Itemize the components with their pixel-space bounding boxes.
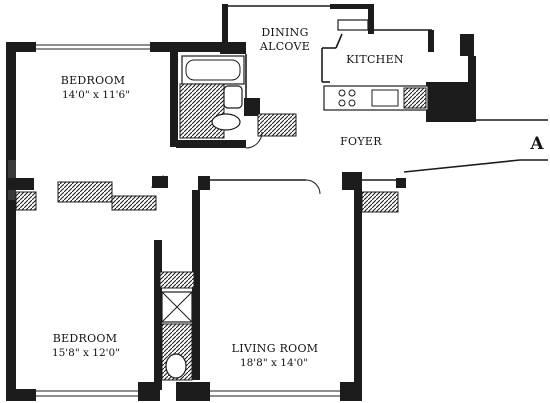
exterior-walls bbox=[6, 4, 476, 401]
living-room-label: LIVING ROOM bbox=[232, 342, 319, 355]
bedroom-2-label: BEDROOM bbox=[53, 332, 118, 345]
bedroom-1-size: 14'0" x 11'6" bbox=[62, 89, 130, 101]
toilet-icon-2 bbox=[165, 353, 187, 379]
dining-label-line2: ALCOVE bbox=[259, 40, 310, 53]
bathroom-2 bbox=[161, 291, 193, 381]
living-room-size: 18'8" x 14'0" bbox=[240, 357, 308, 369]
bedroom-1-label: BEDROOM bbox=[61, 74, 126, 87]
kitchen-label: KITCHEN bbox=[346, 53, 404, 66]
door-swings bbox=[151, 131, 321, 195]
entry-marker: A bbox=[529, 134, 544, 154]
kitchen-fixtures bbox=[323, 19, 429, 111]
dining-label-line1: DINING bbox=[261, 26, 308, 39]
window-sills bbox=[15, 113, 399, 289]
room-labels: BEDROOM 14'0" x 11'6" DINING ALCOVE KITC… bbox=[52, 26, 544, 369]
interior-walls bbox=[6, 47, 548, 390]
toilet-icon bbox=[211, 113, 241, 131]
bathroom-1 bbox=[179, 55, 245, 139]
sink-icon bbox=[223, 85, 243, 109]
counter-icon bbox=[337, 19, 369, 31]
bedroom-2-size: 15'8" x 12'0" bbox=[52, 347, 120, 359]
foyer-label: FOYER bbox=[340, 135, 382, 148]
